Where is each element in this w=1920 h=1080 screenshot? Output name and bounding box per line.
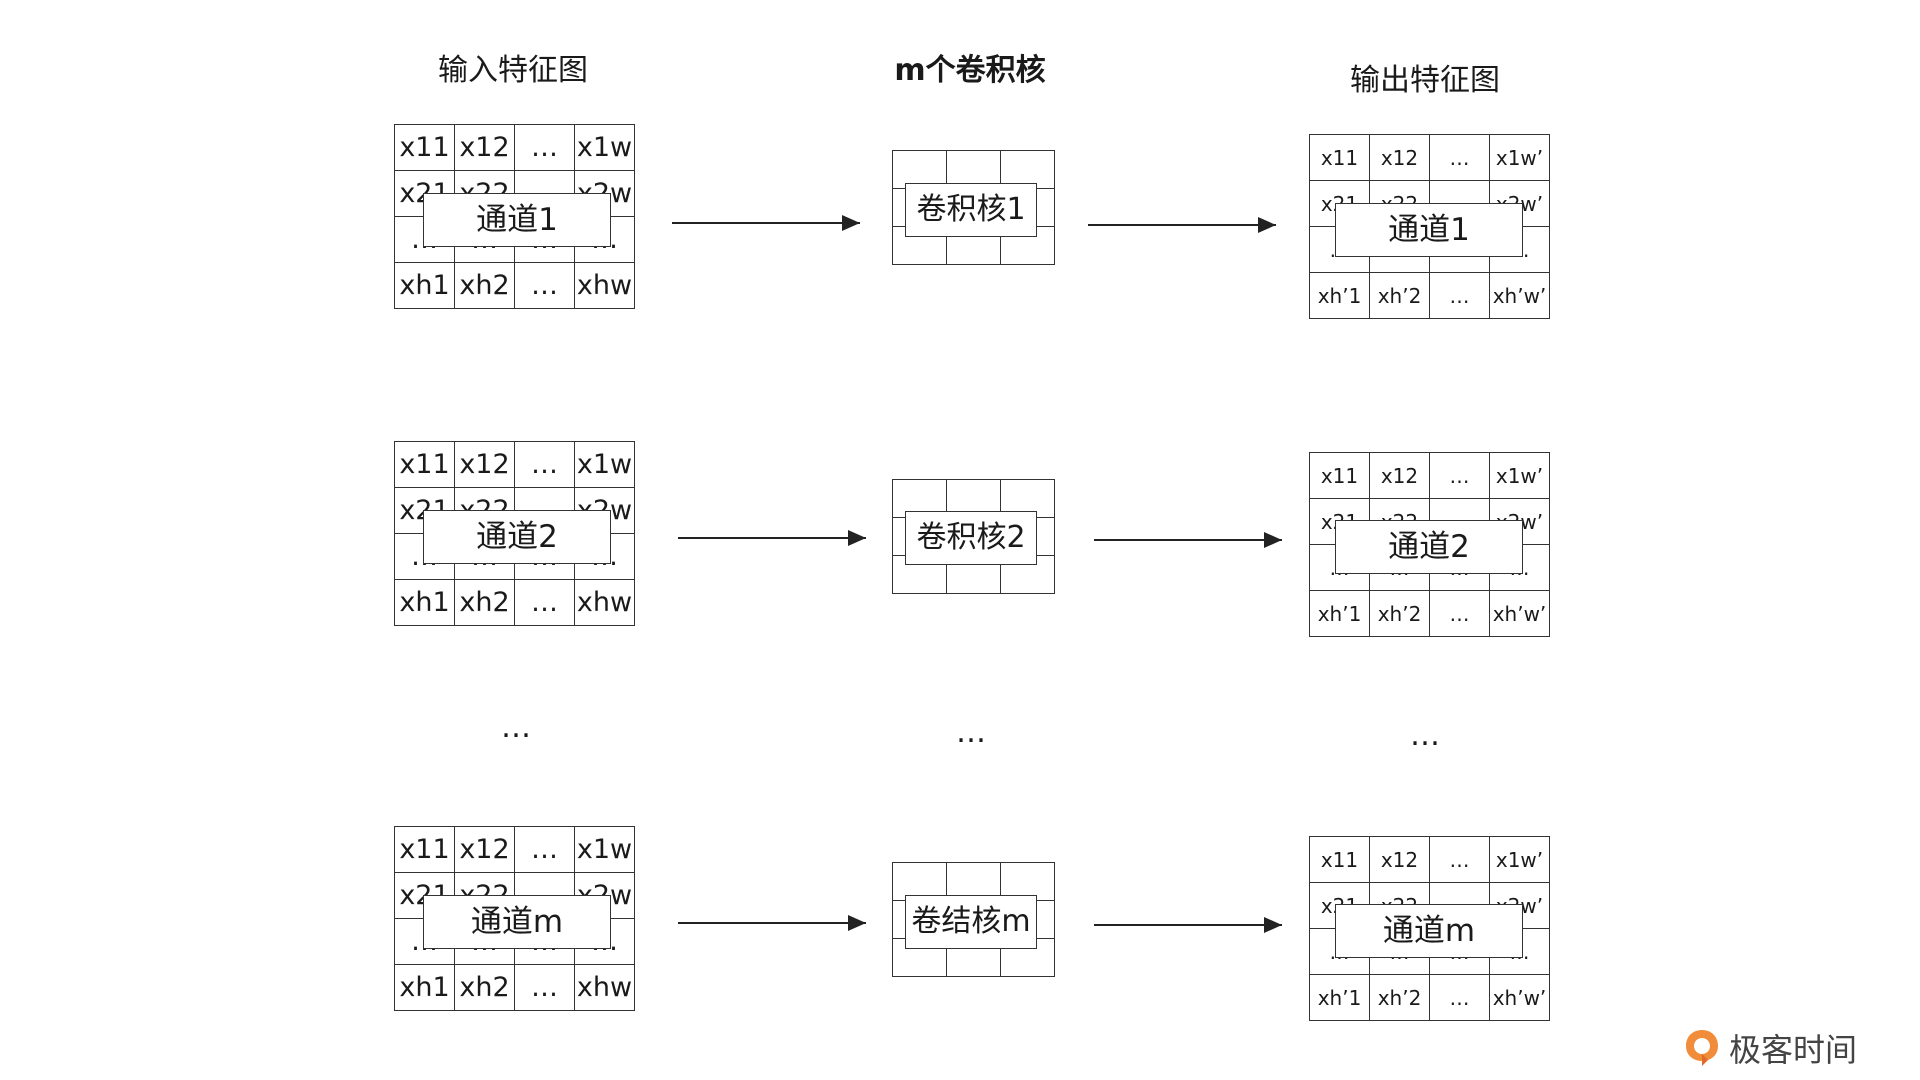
brand-name: 极客时间 — [1729, 1031, 1858, 1069]
cell: x11 — [394, 441, 455, 488]
cell: xh1 — [394, 579, 455, 626]
cell: x1w — [574, 124, 635, 171]
kernel-2-label: 卷积核2 — [905, 511, 1037, 565]
output-channel-2-label: 通道2 — [1335, 520, 1523, 574]
input-ellipsis: … — [501, 710, 531, 745]
cell: x12 — [454, 826, 515, 873]
cell: x1w’ — [1489, 836, 1550, 883]
kernel-1-label: 卷积核1 — [905, 183, 1037, 237]
cell: x1w’ — [1489, 134, 1550, 181]
cell: xh’1 — [1309, 590, 1370, 637]
cell: x12 — [1369, 452, 1430, 499]
cell: xh’w’ — [1489, 272, 1550, 319]
cell: xh’1 — [1309, 272, 1370, 319]
cell: xh’2 — [1369, 590, 1430, 637]
cell: xh1 — [394, 964, 455, 1011]
input-channel-2-label: 通道2 — [423, 510, 611, 564]
output-feature-map-title: 输出特征图 — [1350, 63, 1500, 98]
kernel-ellipsis: … — [956, 715, 986, 750]
cell: … — [1429, 836, 1490, 883]
output-channel-m-label: 通道m — [1335, 904, 1523, 958]
cell: xh’w’ — [1489, 974, 1550, 1021]
brand-logo: 极客时间 — [1683, 1025, 1857, 1071]
cell: … — [514, 262, 575, 309]
cell: x1w — [574, 826, 635, 873]
cell: xhw — [574, 579, 635, 626]
cell: x11 — [394, 826, 455, 873]
input-feature-map-title: 输入特征图 — [438, 53, 588, 88]
cell: xh2 — [454, 579, 515, 626]
cell: x12 — [454, 441, 515, 488]
geektime-logo-icon — [1686, 1030, 1718, 1066]
cell: xhw — [574, 964, 635, 1011]
cell: x1w — [574, 441, 635, 488]
cell: xhw — [574, 262, 635, 309]
cell: x12 — [454, 124, 515, 171]
cell: … — [1429, 134, 1490, 181]
cell: x12 — [1369, 134, 1430, 181]
cell: x11 — [1309, 134, 1370, 181]
kernels-title: m个卷积核 — [894, 53, 1046, 88]
cell: xh2 — [454, 262, 515, 309]
cell: … — [1429, 452, 1490, 499]
cell: xh’w’ — [1489, 590, 1550, 637]
cell: xh1 — [394, 262, 455, 309]
cell: xh’1 — [1309, 974, 1370, 1021]
cell: xh2 — [454, 964, 515, 1011]
cell: x11 — [1309, 452, 1370, 499]
cell: … — [514, 964, 575, 1011]
cell: x11 — [394, 124, 455, 171]
kernel-m-label: 卷结核m — [905, 895, 1037, 949]
cell: … — [514, 124, 575, 171]
cell: … — [514, 441, 575, 488]
cell: x12 — [1369, 836, 1430, 883]
cell: xh’2 — [1369, 974, 1430, 1021]
output-channel-1-label: 通道1 — [1335, 203, 1523, 257]
output-ellipsis: … — [1410, 718, 1440, 753]
input-channel-m-label: 通道m — [423, 895, 611, 949]
cell: … — [514, 826, 575, 873]
cell: … — [1429, 272, 1490, 319]
cell: … — [514, 579, 575, 626]
cell: x1w’ — [1489, 452, 1550, 499]
cell: xh’2 — [1369, 272, 1430, 319]
input-channel-1-label: 通道1 — [423, 193, 611, 247]
cell: x11 — [1309, 836, 1370, 883]
cell: … — [1429, 974, 1490, 1021]
cell: … — [1429, 590, 1490, 637]
